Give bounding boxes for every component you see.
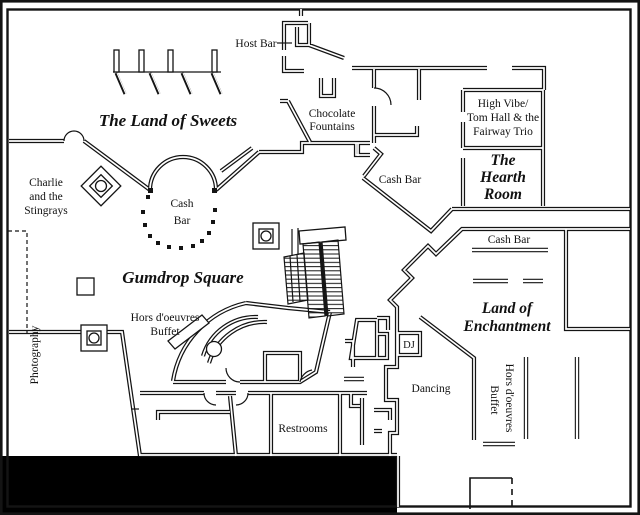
room-title-hearth-2: Hearth [479, 169, 526, 186]
label-buffet-enchantment-1: Hors d'oeuvres [503, 364, 515, 433]
column-square-left [80, 324, 108, 352]
label-buffet-gumdrop-2: Buffet [150, 326, 180, 338]
black-backstage-area [0, 456, 397, 515]
label-charlie-2: and the [29, 191, 63, 203]
label-band-booth-3: Fairway Trio [473, 126, 533, 138]
round-table [205, 340, 223, 358]
small-square-fixture [76, 277, 95, 296]
column-diamond [80, 165, 122, 207]
label-dj: DJ [403, 340, 415, 351]
label-host-bar: Host Bar [235, 38, 276, 50]
label-band-booth-1: High Vibe/ [478, 98, 529, 110]
label-cash-bar-gumdrop-2: Bar [174, 215, 191, 227]
room-title-land-of-sweets: The Land of Sweets [99, 111, 238, 130]
label-chocolate-fountains-1: Chocolate [309, 108, 356, 120]
room-title-enchantment-2: Enchantment [463, 318, 552, 335]
label-buffet-gumdrop-1: Hors d'oeuvres [131, 312, 200, 324]
label-charlie-1: Charlie [29, 177, 63, 189]
label-chocolate-fountains-2: Fountains [309, 121, 355, 133]
escalators [283, 226, 347, 319]
room-title-hearth-1: The [491, 152, 516, 169]
label-cash-bar-gumdrop-1: Cash [171, 198, 194, 210]
stage-fan-structure [167, 314, 223, 358]
door-arcs [63, 87, 392, 406]
room-title-enchantment-1: Land of [481, 300, 534, 317]
label-band-booth-2: Tom Hall & the [467, 112, 539, 124]
room-title-hearth-3: Room [483, 186, 522, 203]
room-title-gumdrop-square: Gumdrop Square [122, 268, 244, 287]
stage-platform [469, 477, 513, 509]
label-dancing: Dancing [412, 383, 451, 395]
label-cash-bar-hearth: Cash Bar [379, 174, 422, 186]
cash-bar-dots [141, 188, 217, 250]
label-photography: Photography [29, 325, 41, 384]
label-restrooms: Restrooms [278, 423, 328, 435]
label-buffet-enchantment-2: Buffet [488, 385, 500, 415]
label-cash-bar-enchantment: Cash Bar [488, 234, 531, 246]
slanted-buffet-table [167, 314, 210, 350]
label-charlie-3: Stingrays [24, 205, 68, 217]
column-square-center [252, 222, 280, 250]
photography-dashed-boundary [8, 230, 28, 333]
coat-rack [113, 49, 223, 95]
